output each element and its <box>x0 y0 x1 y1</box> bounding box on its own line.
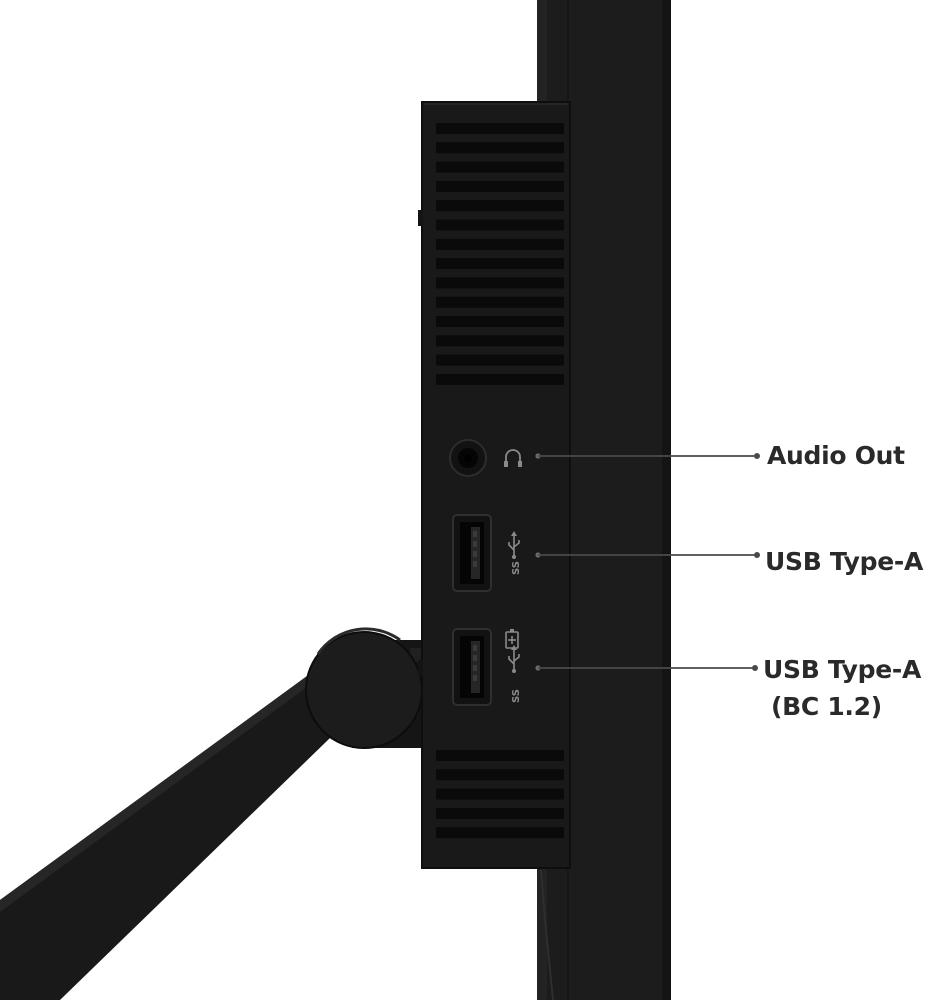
vent-slot <box>436 123 564 134</box>
audio-jack-port <box>449 439 487 477</box>
usb-superspeed-icon: SS <box>508 531 522 575</box>
vent-slot <box>436 373 564 385</box>
vent-slot <box>436 180 564 192</box>
usb-port-2 <box>452 628 492 706</box>
callout-label-audio-out: Audio Out <box>767 441 905 470</box>
headphone-icon <box>504 449 522 467</box>
vent-slot <box>436 258 564 270</box>
vent-slot <box>436 335 564 347</box>
vent-slot <box>436 769 564 781</box>
vent-slot <box>436 219 564 231</box>
stand-arm <box>0 627 424 1000</box>
callout-line-audio <box>535 453 760 459</box>
vent-slot <box>436 788 564 800</box>
callout-line-usb-2 <box>535 665 758 671</box>
vent-slot <box>436 750 564 761</box>
callout-label-usb-type-a-bc: USB Type-A <box>763 655 922 684</box>
callout-sublabel-bc-1-2: (BC 1.2) <box>771 692 882 721</box>
usb-charging-icon: SS <box>508 645 522 703</box>
vent-slot <box>436 827 564 839</box>
callout-line-usb-1 <box>535 552 760 558</box>
vent-slot <box>436 142 564 154</box>
vent-slot <box>436 354 564 366</box>
callout-label-usb-type-a: USB Type-A <box>765 547 924 576</box>
vent-slot <box>436 277 564 289</box>
vent-slot <box>436 200 564 212</box>
vent-slot <box>436 296 564 308</box>
usb-port-1 <box>452 514 492 592</box>
svg-text:SS: SS <box>511 689 522 703</box>
vent-slots-bottom <box>436 750 564 839</box>
svg-text:SS: SS <box>511 561 522 575</box>
vent-slot <box>436 807 564 819</box>
vent-slot <box>436 316 564 327</box>
battery-charging-icon <box>505 629 519 649</box>
vent-slot <box>436 161 564 173</box>
vent-slot <box>436 238 564 250</box>
vent-slots-top <box>436 123 564 385</box>
